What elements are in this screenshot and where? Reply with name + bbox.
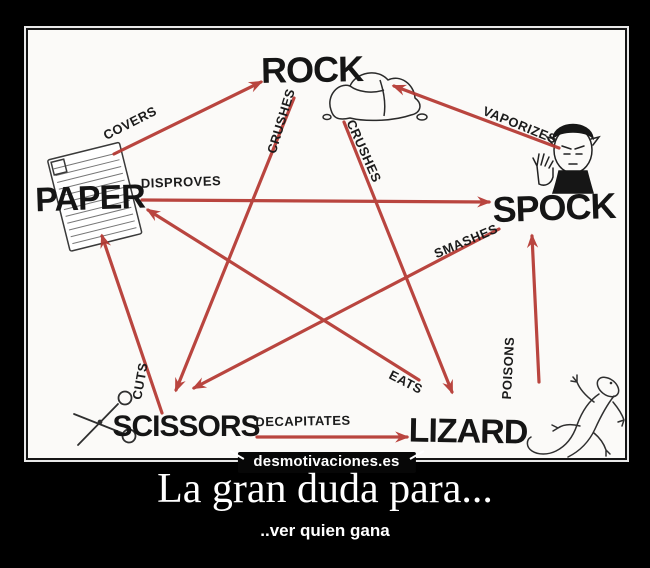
watermark-text: desmotivaciones.es — [253, 453, 400, 470]
diagram-photo: ROCK PAPER SPOCK SCISSORS LIZARD COVERS … — [24, 26, 629, 473]
arrow-poisons — [526, 233, 541, 384]
edge-label-decapitates: DECAPITATES — [255, 412, 351, 430]
arrow-covers — [112, 80, 264, 156]
lizard-sketch-icon — [526, 374, 625, 458]
arrow-disproves — [140, 196, 492, 208]
arrow-crushes-lizard — [342, 120, 454, 395]
watermark-badge: desmotivaciones.es — [237, 452, 416, 473]
spock-sketch-icon — [532, 123, 601, 194]
paper-sketch-icon — [47, 141, 143, 252]
caption-block: La gran duda para... ..ver quien gana — [0, 466, 650, 541]
node-lizard: LIZARD — [408, 411, 528, 452]
rock-sketch-icon — [322, 72, 428, 122]
node-rock: ROCK — [260, 48, 364, 91]
arrow-vaporizes — [391, 84, 561, 150]
diagram-canvas: ROCK PAPER SPOCK SCISSORS LIZARD COVERS … — [26, 28, 627, 460]
arrow-layer — [47, 72, 625, 458]
arrow-cuts — [100, 233, 164, 415]
poster-subtitle: ..ver quien gana — [260, 521, 390, 541]
poster-title: La gran duda para... — [157, 466, 493, 512]
node-paper: PAPER — [34, 177, 146, 220]
node-scissors: SCISSORS — [112, 410, 260, 443]
arrow-smashes — [191, 227, 501, 390]
edge-label-disproves: DISPROVES — [140, 173, 222, 191]
arrow-crushes-scissors — [174, 96, 296, 393]
arrow-eats — [145, 208, 421, 382]
scissors-sketch-icon — [73, 390, 137, 446]
node-spock: SPOCK — [491, 184, 617, 231]
